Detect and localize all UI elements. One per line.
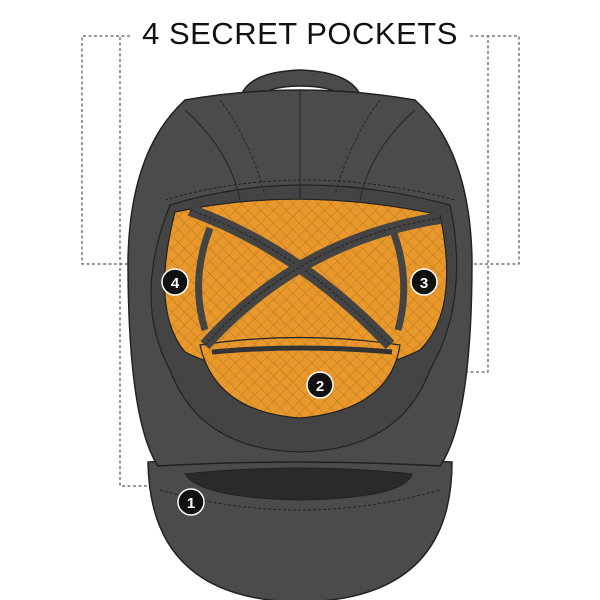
pocket-number-2: 2	[316, 378, 324, 395]
pocket-2-opening	[211, 345, 393, 355]
cross-strap-left-edge	[189, 209, 391, 346]
diagram-title: 4 SECRET POCKETS	[0, 14, 600, 54]
pocket-number-4: 4	[171, 275, 180, 292]
panel-seams	[184, 90, 416, 201]
callout-line-pocket-3	[430, 35, 520, 265]
pocket-badge-2: 2	[306, 371, 334, 399]
pocket-badge-3: 3	[410, 268, 438, 296]
pocket-2-lining	[199, 336, 401, 419]
visor-inner-shadow	[184, 467, 413, 501]
callout-line-pocket-4	[81, 35, 168, 265]
pocket-badge-4: 4	[161, 268, 189, 296]
sweatband-stitch	[164, 179, 456, 201]
pocket-number-1: 1	[187, 495, 195, 512]
cross-strap-right-edge	[204, 217, 441, 346]
pocket-number-3: 3	[420, 275, 428, 292]
diagram-title-text: 4 SECRET POCKETS	[132, 16, 468, 51]
pocket-badge-1: 1	[177, 488, 205, 516]
pocket-3-strap	[388, 226, 408, 331]
pocket-4-strap	[195, 226, 214, 332]
